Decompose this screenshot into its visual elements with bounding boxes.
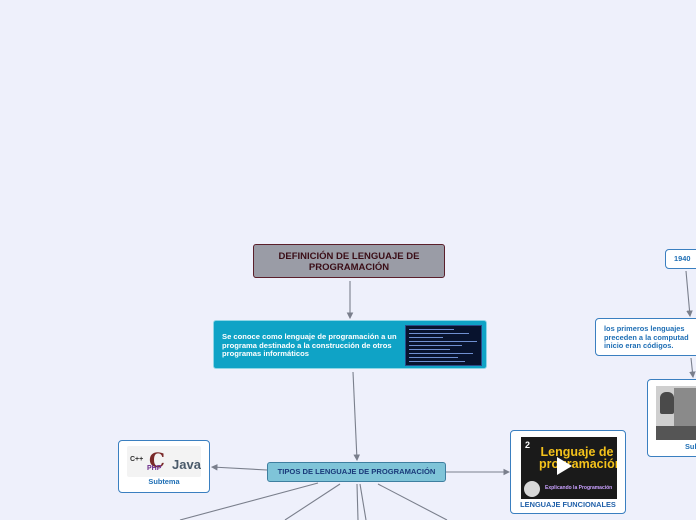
connector-branch-3 — [356, 483, 359, 520]
subtema-right-caption: Subte — [685, 442, 696, 451]
play-icon[interactable] — [557, 457, 572, 475]
connector-branch-5 — [377, 483, 448, 520]
primeros-text: los primeros lenguajes preceden a la com… — [604, 324, 689, 351]
video-subtitle: Explicando la Programación — [545, 485, 613, 491]
subtema-left-caption: Subtema — [148, 477, 180, 486]
connector-1940-primeros — [685, 270, 693, 318]
definition-node[interactable]: Se conoce como lenguaje de programación … — [213, 320, 487, 369]
funcionales-caption: LENGUAJE FUNCIONALES — [520, 500, 616, 509]
image-text-php: PHP — [147, 465, 162, 472]
funcionales-node[interactable]: 2 Lenguaje de programación Explicando la… — [510, 430, 626, 514]
video-number: 2 — [525, 440, 531, 450]
image-text-cpp: C++ — [130, 456, 144, 463]
connector-branch-4 — [359, 483, 367, 520]
root-node-definicion[interactable]: DEFINICIÓN DE LENGUAJE DE PROGRAMACIÓN — [253, 244, 445, 278]
video-title: Lenguaje de programación — [539, 445, 617, 471]
image-text-java: Java — [172, 457, 201, 472]
programming-languages-image: C++ C Java PHP — [127, 446, 201, 477]
subtema-left-node[interactable]: C++ C Java PHP Subtema — [118, 440, 210, 493]
year-1940-node[interactable]: 1940 — [665, 249, 696, 269]
subtema-right-node[interactable]: Subte — [647, 379, 696, 457]
connector-branch-2 — [284, 483, 341, 520]
video-thumbnail[interactable]: 2 Lenguaje de programación Explicando la… — [521, 437, 617, 499]
tipos-node[interactable]: TIPOS DE LENGUAJE DE PROGRAMACIÓN — [267, 462, 446, 482]
code-screen-image — [405, 325, 482, 366]
connector-primeros-subtema — [689, 357, 696, 379]
year-label: 1940 — [674, 254, 691, 263]
definition-text: Se conoce como lenguaje de programación … — [222, 332, 397, 359]
people-computer-photo — [656, 386, 696, 440]
image-text-c: C — [149, 448, 165, 472]
connector-definition-tipos — [352, 371, 361, 462]
primeros-lenguajes-node[interactable]: los primeros lenguajes preceden a la com… — [595, 318, 696, 356]
channel-badge-icon — [524, 481, 540, 497]
connector-tipos-subtema — [210, 464, 268, 471]
connector-branch-1 — [179, 482, 319, 520]
tipos-node-label: TIPOS DE LENGUAJE DE PROGRAMACIÓN — [277, 467, 436, 476]
root-node-label: DEFINICIÓN DE LENGUAJE DE PROGRAMACIÓN — [278, 251, 420, 273]
